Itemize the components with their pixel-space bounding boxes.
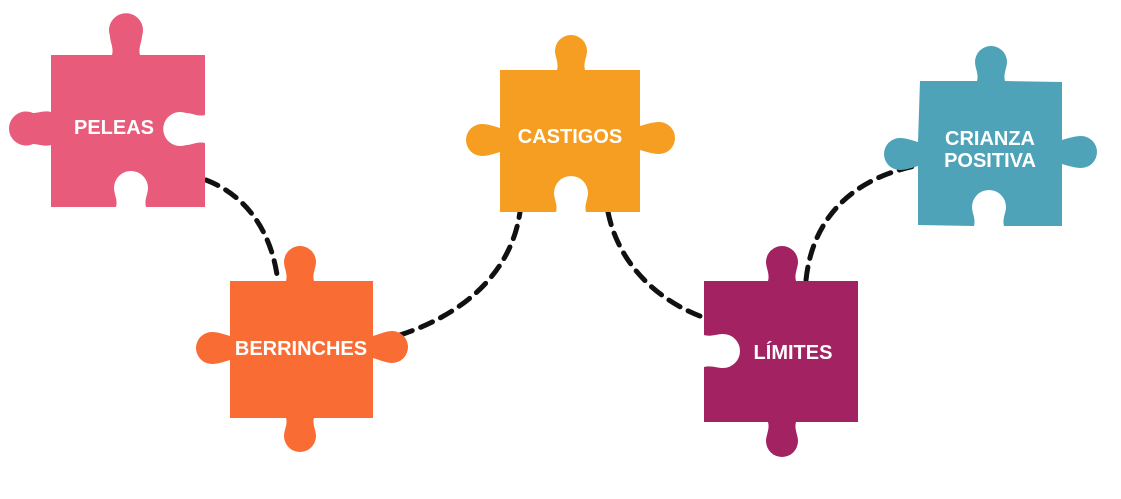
connector-limites-crianza	[803, 163, 918, 283]
piece-shape-limites	[704, 246, 858, 457]
puzzle-piece-peleas: PELEAS	[9, 13, 206, 207]
piece-shape-castigos	[466, 35, 675, 212]
puzzle-piece-crianza-positiva: CRIANZA POSITIVA	[884, 46, 1097, 226]
piece-shape-peleas	[9, 13, 206, 207]
connector-peleas-berrinches	[203, 177, 281, 285]
connectors	[203, 163, 918, 338]
piece-shape-crianza-positiva	[884, 46, 1097, 226]
piece-label-berrinches: BERRINCHES	[235, 338, 367, 360]
piece-label-crianza-positiva: CRIANZA	[945, 128, 1035, 150]
piece-shape-berrinches	[196, 246, 408, 452]
connector-berrinches-castigos	[397, 209, 523, 338]
piece-label-limites: LÍMITES	[754, 341, 833, 364]
puzzle-piece-limites: LÍMITES	[704, 246, 858, 457]
piece-label-castigos: CASTIGOS	[518, 126, 622, 148]
puzzle-piece-castigos: CASTIGOS	[466, 35, 675, 212]
puzzle-piece-berrinches: BERRINCHES	[196, 246, 408, 452]
piece-label-peleas: PELEAS	[74, 117, 154, 139]
connector-castigos-limites	[605, 209, 708, 321]
piece-label-crianza-positiva-line2: POSITIVA	[944, 150, 1036, 172]
